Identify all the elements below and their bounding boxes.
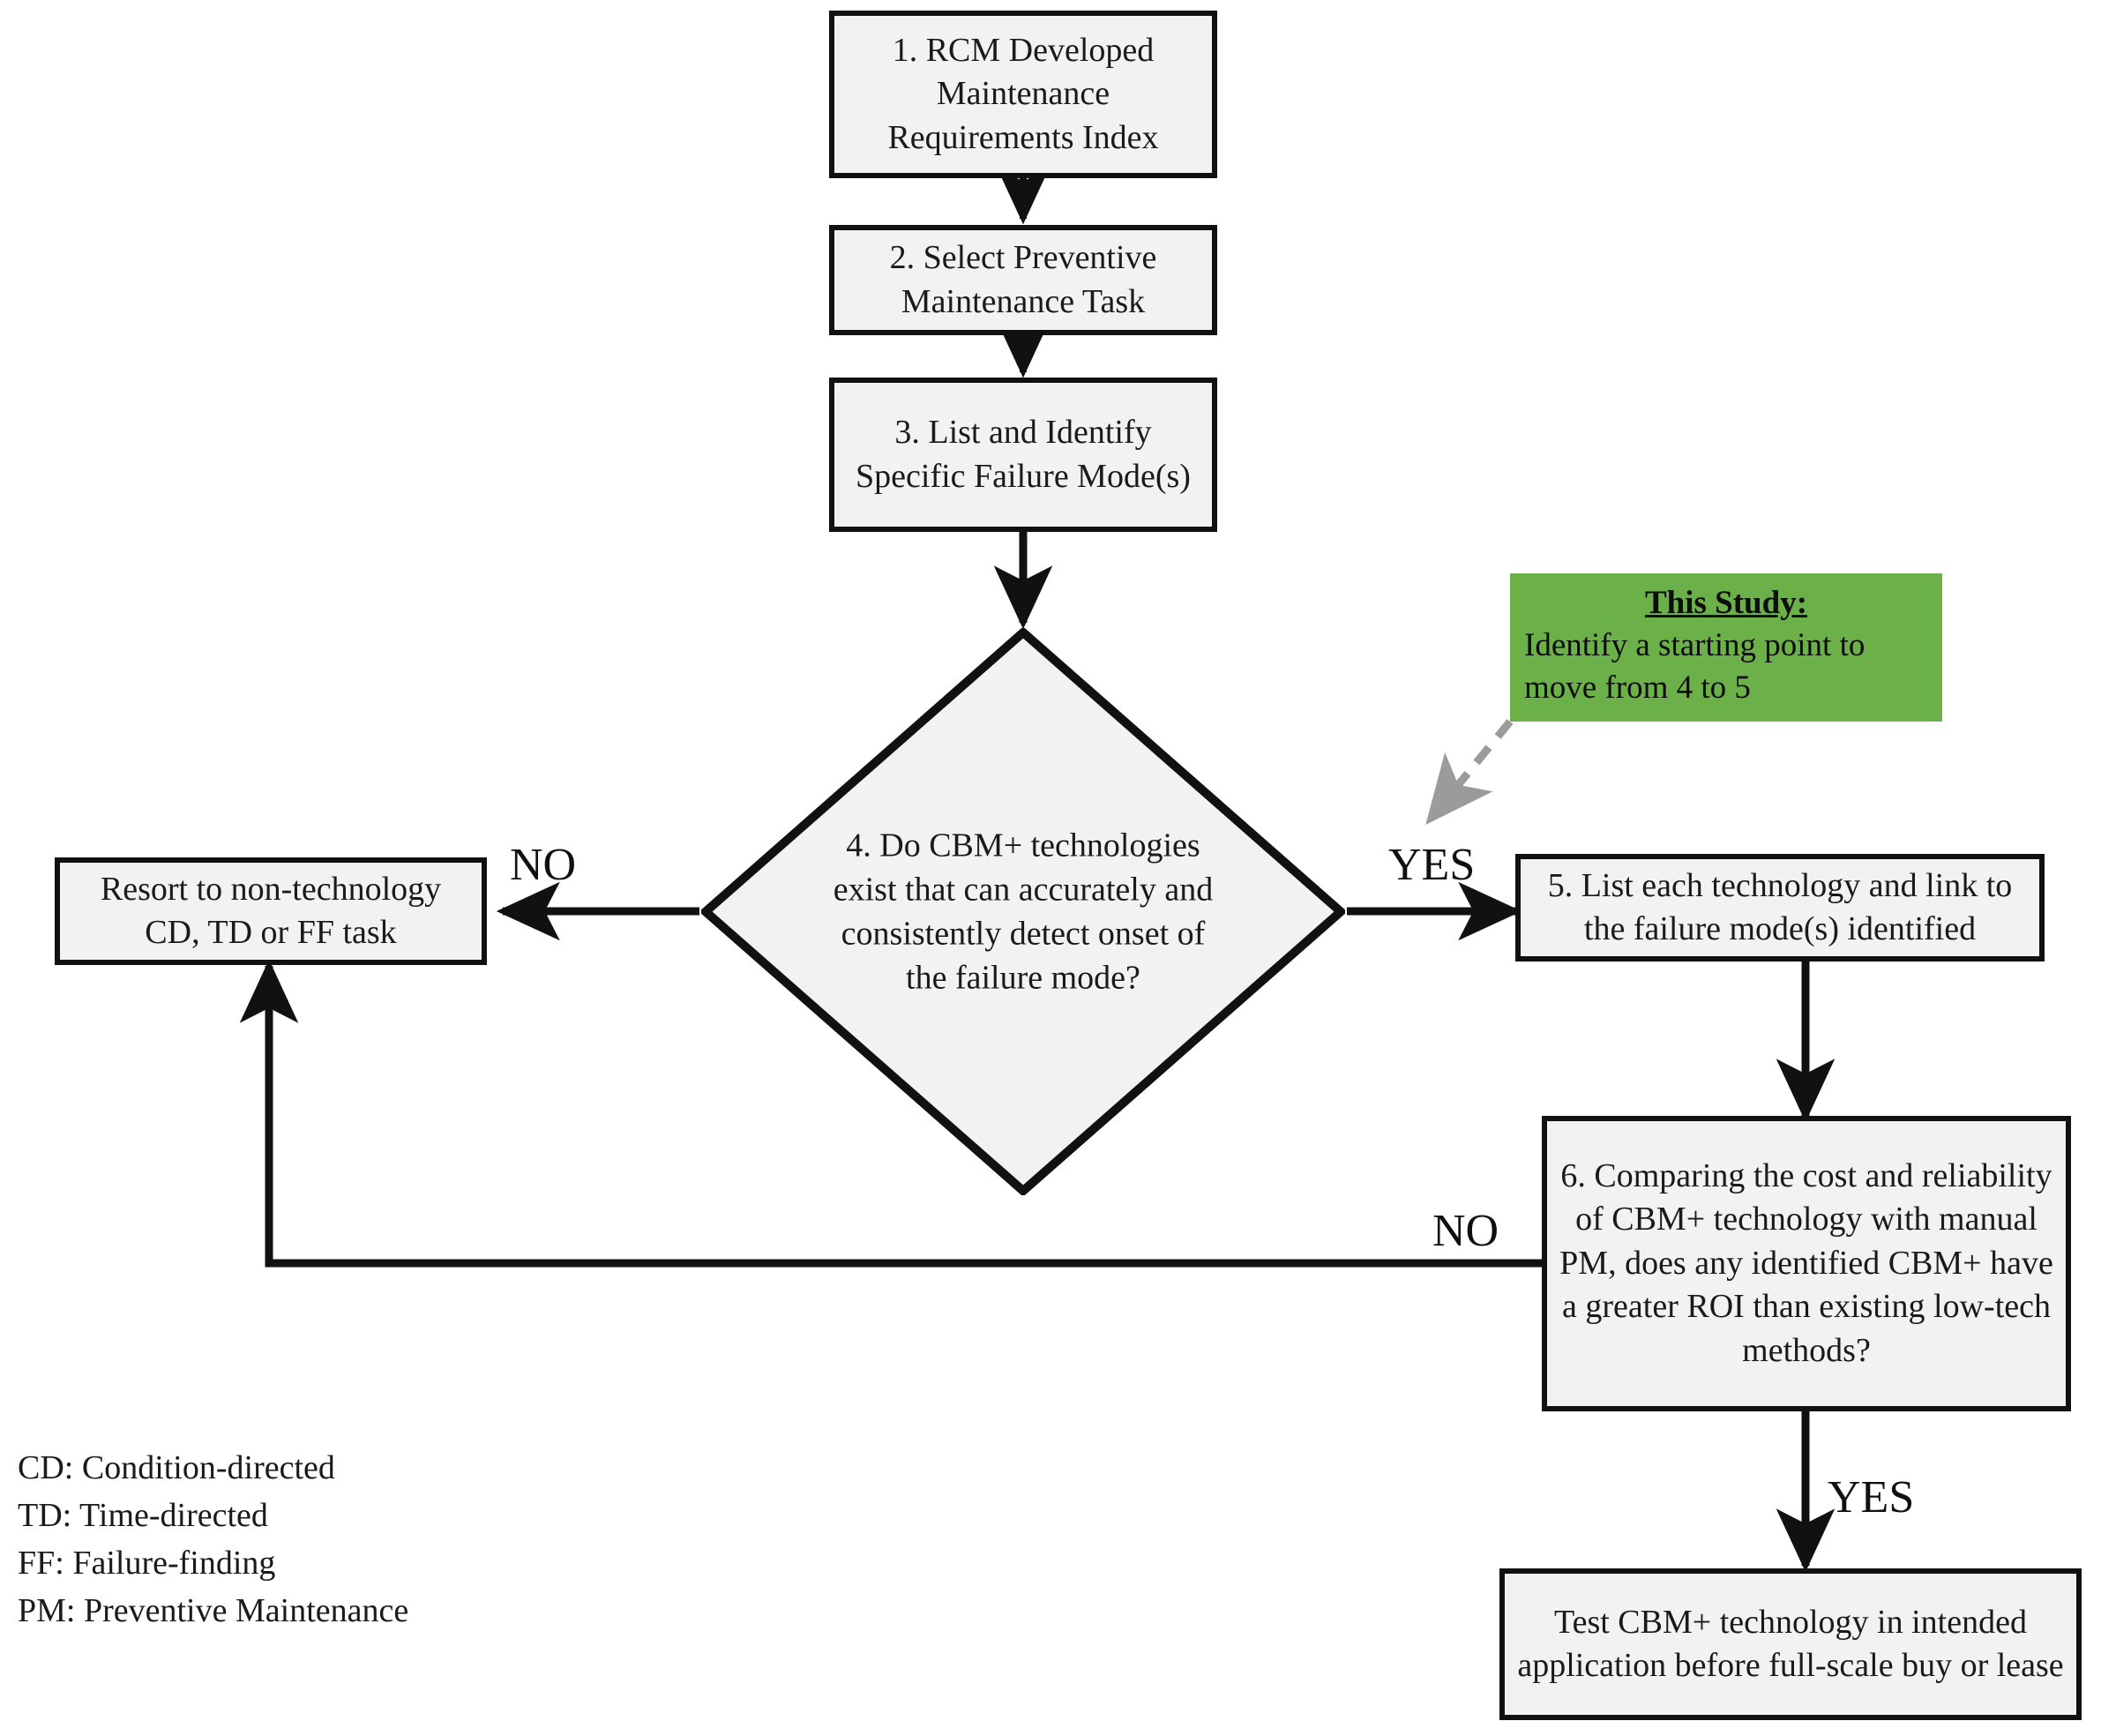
node-5-list-technologies[interactable]: 5. List each technology and link to the … [1515, 854, 2045, 962]
node-test-label: Test CBM+ technology in intended applica… [1517, 1603, 2064, 1684]
this-study-note-header: This Study: [1644, 585, 1808, 621]
legend-item: FF: Failure-finding [18, 1544, 276, 1582]
legend-item: TD: Time-directed [18, 1496, 268, 1534]
node-3-label: 3. List and Identify Specific Failure Mo… [856, 414, 1191, 495]
node-resort-non-technology[interactable]: Resort to non-technology CD, TD or FF ta… [55, 857, 487, 965]
node-1-label: 1. RCM Developed Maintenance Requirement… [887, 31, 1159, 156]
node-test-cbm-technology[interactable]: Test CBM+ technology in intended applica… [1499, 1568, 2082, 1720]
edge-label-no-decision: NO [510, 840, 577, 890]
decision-diamond-shape [701, 628, 1345, 1195]
node-1-rcm-index[interactable]: 1. RCM Developed Maintenance Requirement… [829, 11, 1217, 178]
this-study-note-body: Identify a starting point to move from 4… [1524, 627, 1865, 707]
node-6-label: 6. Comparing the cost and reliability of… [1559, 1157, 2053, 1369]
abbreviation-legend: CD: Condition-directed TD: Time-directed… [18, 1445, 408, 1635]
legend-item: CD: Condition-directed [18, 1449, 335, 1486]
edge-label-yes-decision: YES [1388, 840, 1476, 890]
edge-label-no-step6: NO [1432, 1206, 1499, 1256]
node-2-label: 2. Select Preventive Maintenance Task [889, 239, 1157, 320]
node-4-label: 4. Do CBM+ technologies exist that can a… [833, 827, 1214, 997]
edge-note-to-decision [1425, 719, 1514, 825]
node-4-decision-cbm-exists[interactable]: 4. Do CBM+ technologies exist that can a… [701, 628, 1345, 1195]
node-5-label: 5. List each technology and link to the … [1547, 866, 2013, 947]
node-resort-label: Resort to non-technology CD, TD or FF ta… [100, 870, 442, 951]
this-study-note: This Study: Identify a starting point to… [1510, 573, 1942, 722]
edge-label-yes-step6: YES [1828, 1472, 1915, 1523]
node-2-select-pm-task[interactable]: 2. Select Preventive Maintenance Task [829, 225, 1217, 335]
node-6-compare-cost-reliability[interactable]: 6. Comparing the cost and reliability of… [1542, 1116, 2071, 1411]
node-3-list-failure-modes[interactable]: 3. List and Identify Specific Failure Mo… [829, 378, 1217, 532]
legend-item: PM: Preventive Maintenance [18, 1591, 409, 1629]
